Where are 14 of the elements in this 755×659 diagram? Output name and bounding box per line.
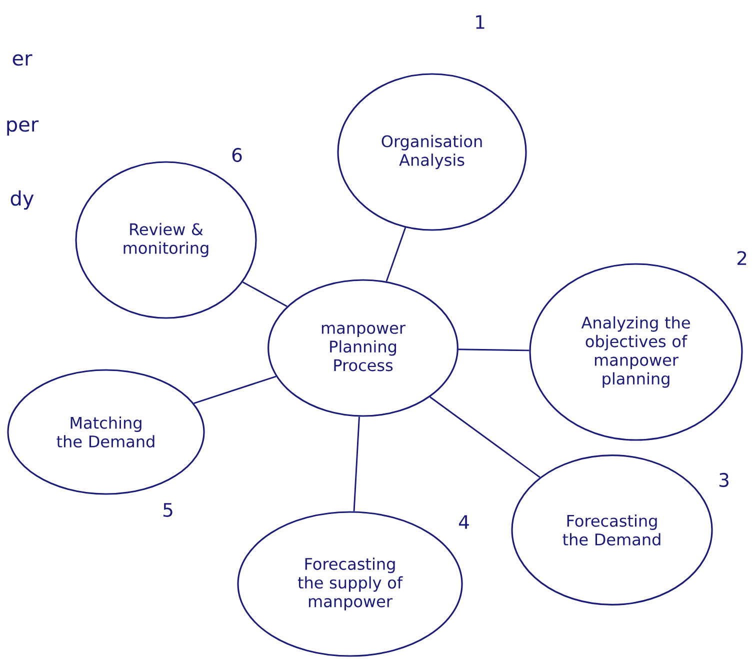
connector-line — [353, 416, 360, 512]
text-fragment: dy — [10, 190, 34, 210]
text-fragment: per — [7, 120, 39, 136]
text-fragment: er — [12, 54, 32, 66]
connector-line — [430, 396, 540, 478]
connector-line — [242, 281, 288, 307]
step-number: 6 — [232, 148, 242, 162]
step-number: 5 — [164, 503, 172, 517]
step-number: 2 — [737, 251, 746, 265]
connector-line — [386, 227, 406, 282]
connector-line — [458, 348, 530, 352]
connector-line — [194, 376, 276, 404]
step-number: 3 — [720, 472, 728, 488]
step-number: 1 — [476, 15, 484, 29]
